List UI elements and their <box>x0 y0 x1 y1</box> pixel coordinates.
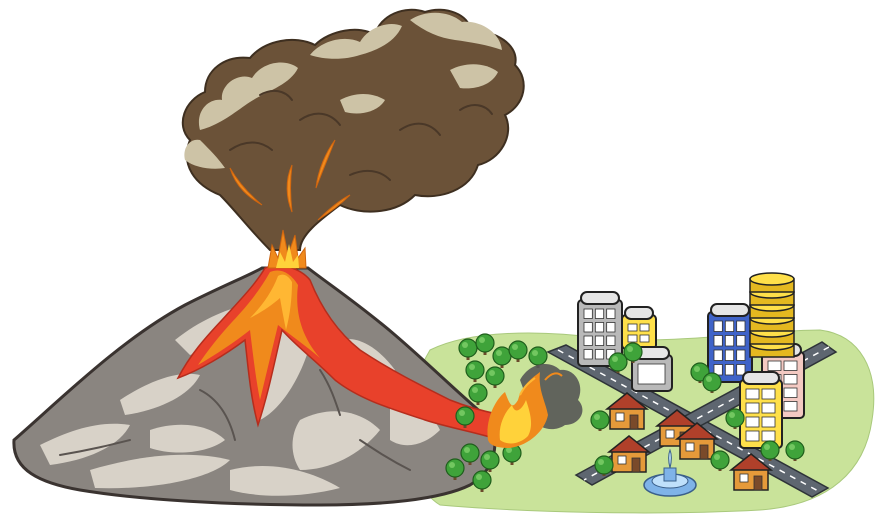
lava-flow <box>176 264 547 441</box>
house <box>728 453 774 491</box>
house <box>606 435 652 473</box>
tree <box>445 458 465 480</box>
tree <box>725 408 745 429</box>
cylinder-tower <box>749 272 795 358</box>
buildings <box>577 272 805 449</box>
fountain <box>643 448 697 497</box>
building <box>577 291 623 367</box>
tree <box>480 450 500 472</box>
tree <box>710 450 730 471</box>
forest <box>445 333 548 492</box>
lava-fountain <box>267 229 307 269</box>
tree <box>455 406 475 428</box>
tree <box>590 410 610 431</box>
houses <box>604 392 774 491</box>
tree <box>472 470 492 492</box>
tree <box>702 372 722 393</box>
tree <box>623 342 643 363</box>
tree <box>465 360 485 382</box>
building <box>707 303 753 383</box>
tree <box>594 455 614 476</box>
tree <box>508 340 528 362</box>
building <box>631 346 673 392</box>
tree <box>760 440 780 461</box>
ash-cloud <box>181 8 525 251</box>
tree <box>485 366 505 388</box>
house <box>604 392 650 430</box>
town-trees <box>590 342 805 476</box>
tree <box>475 333 495 355</box>
tree <box>460 443 480 465</box>
tree <box>468 383 488 405</box>
building <box>621 306 657 350</box>
tree <box>608 352 628 373</box>
tree <box>785 440 805 461</box>
forest-fire <box>487 364 583 448</box>
tree <box>502 443 522 465</box>
house <box>674 422 720 460</box>
building <box>739 371 783 449</box>
